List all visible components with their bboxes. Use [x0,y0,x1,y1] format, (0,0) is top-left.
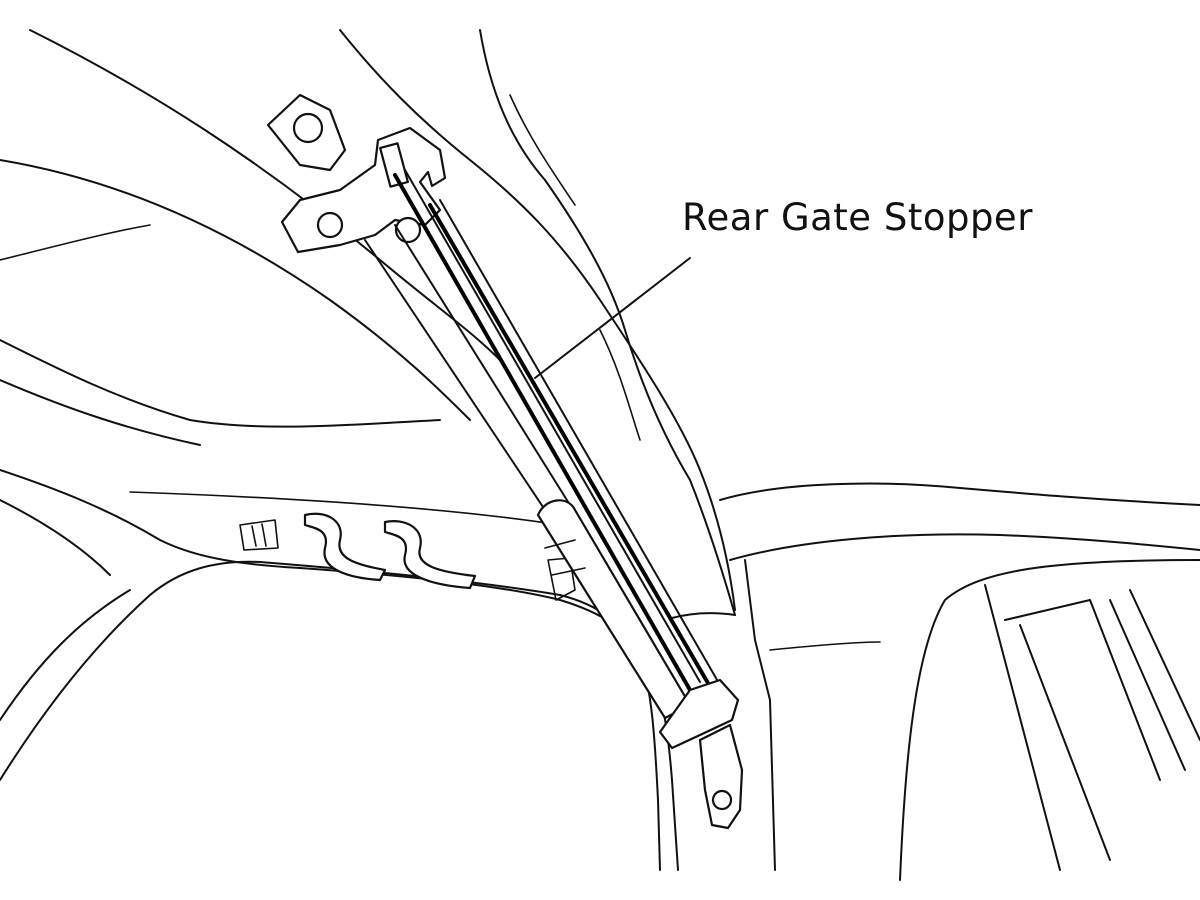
roof-lines [0,29,501,446]
rear-gate-stopper [266,93,744,830]
c-pillar [339,29,736,619]
lower-bracket [698,723,744,830]
lower-bolt-hole [711,789,733,811]
weatherstrip-clips [239,512,576,601]
strut-cylinder [536,499,692,720]
callout-leader-line [534,257,691,379]
upper-bolt-hole [292,112,324,144]
lower-clamp [658,678,740,750]
callout-label: Rear Gate Stopper [682,196,1033,239]
rear-quarter-area [719,482,1200,881]
